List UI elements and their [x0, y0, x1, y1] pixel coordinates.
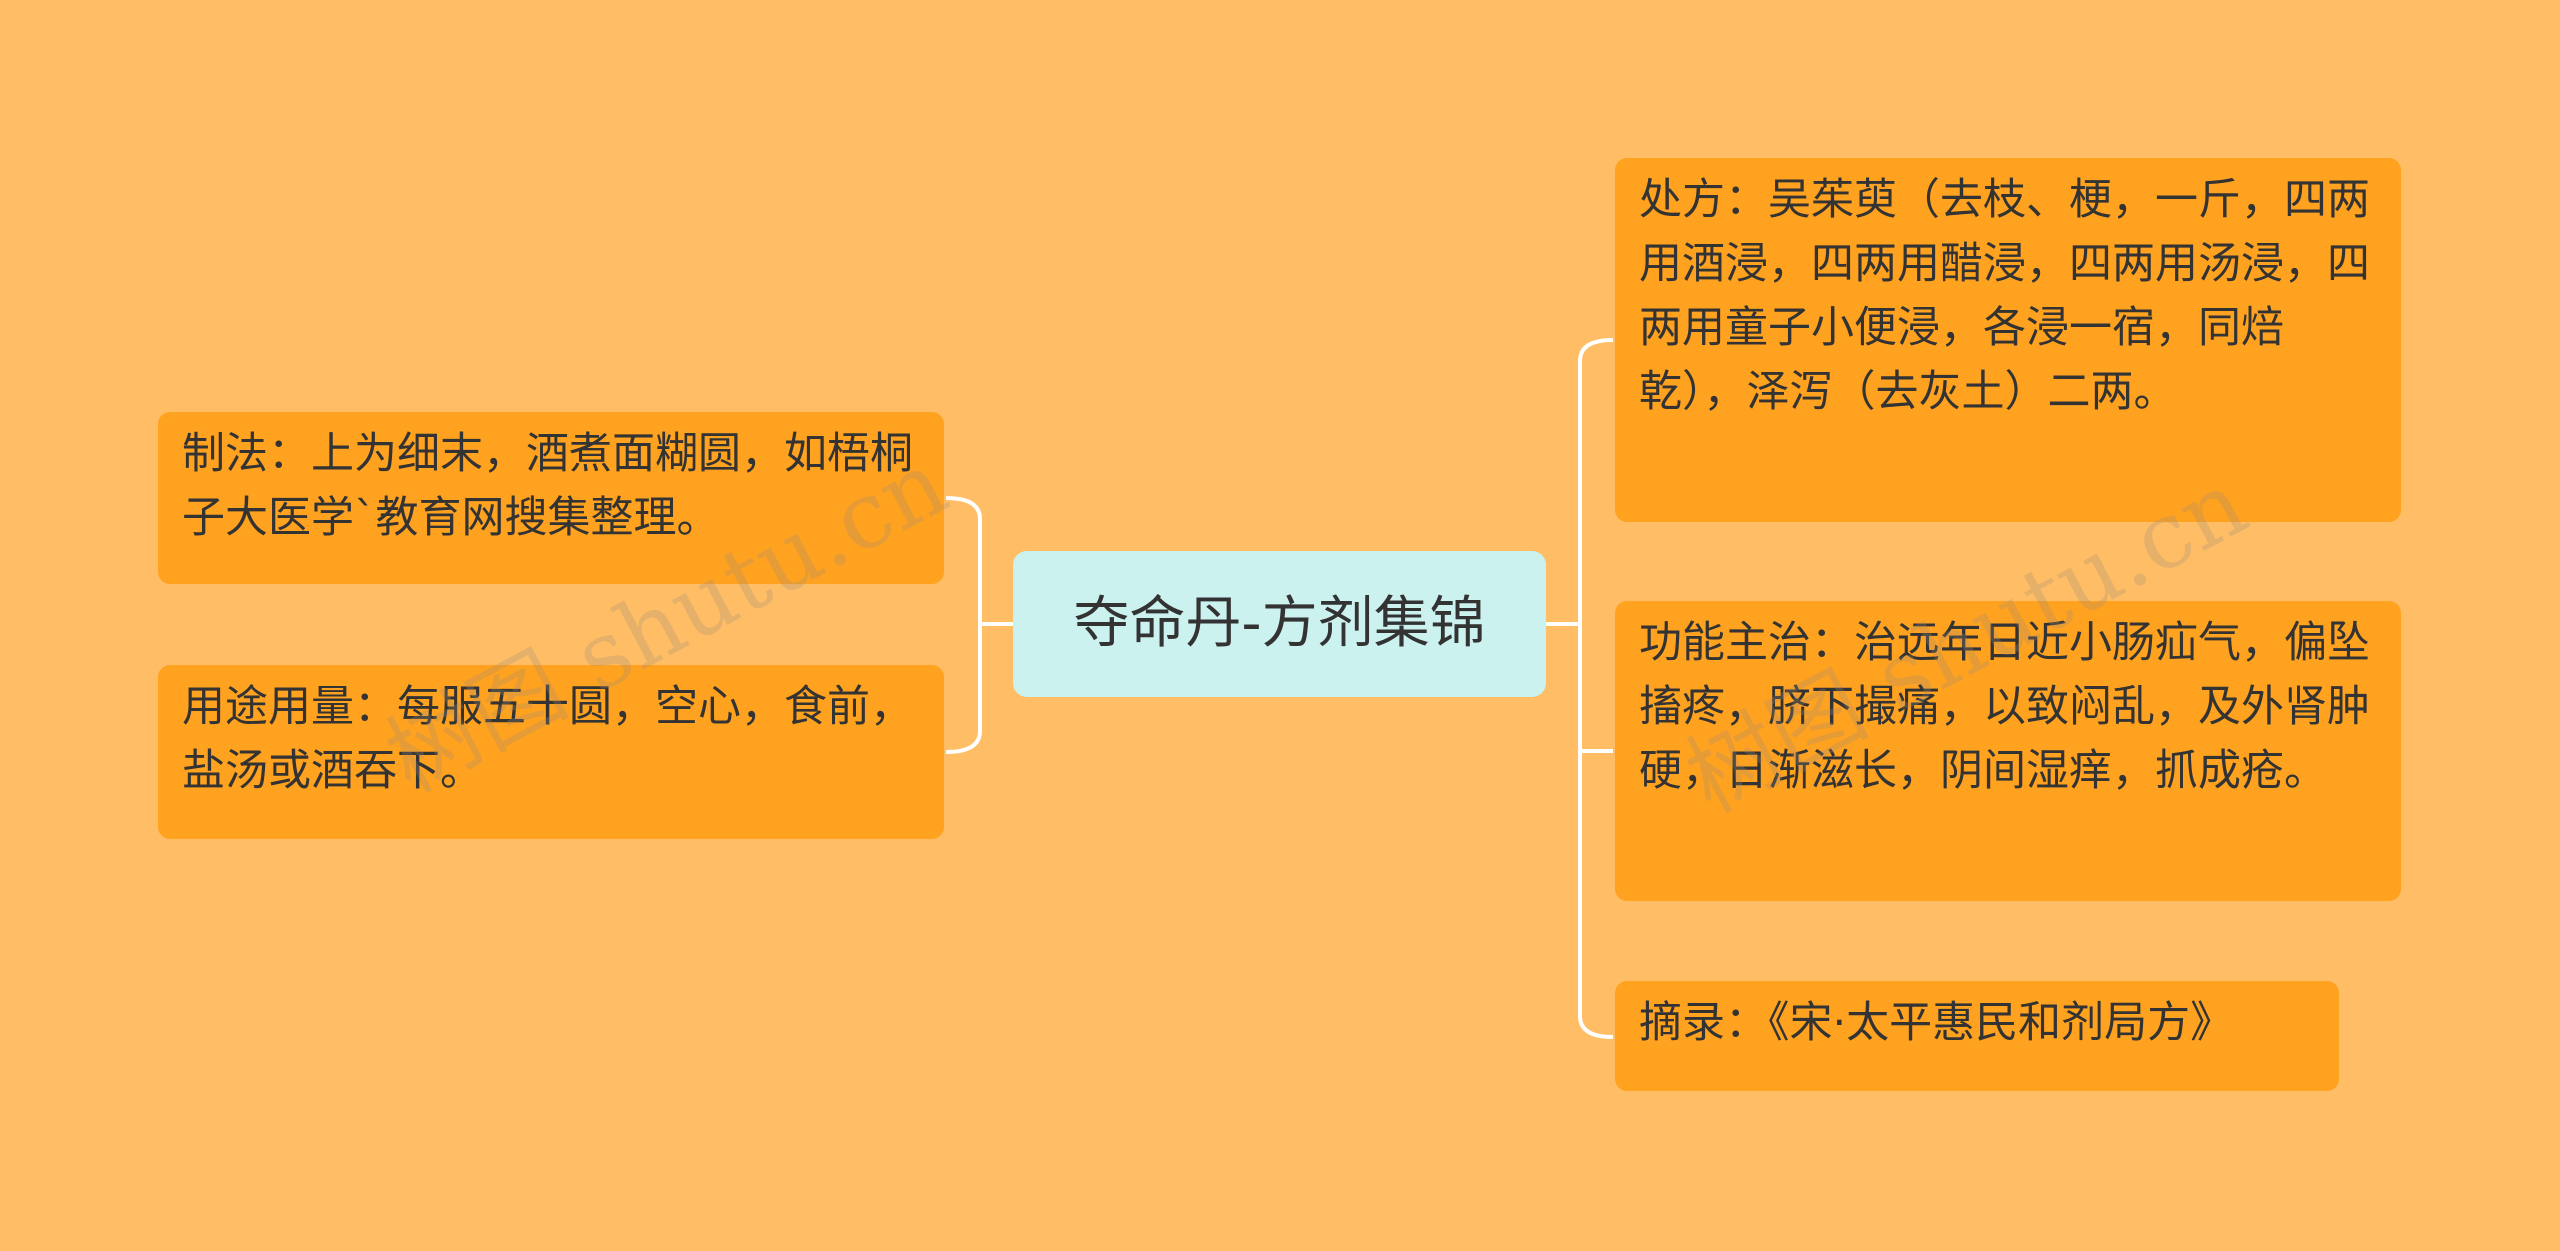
connector-right: [1546, 338, 1614, 1039]
connector-left: [945, 496, 1013, 754]
node-preparation[interactable]: 制法：上为细末，酒煮面糊圆，如梧桐子大医学`教育网搜集整理。: [158, 412, 944, 584]
node-prescription-text: 处方：吴茱萸（去枝、梗，一斤，四两用酒浸，四两用醋浸，四两用汤浸，四两用童子小便…: [1639, 175, 2370, 417]
node-source[interactable]: 摘录：《宋·太平惠民和剂局方》: [1615, 981, 2339, 1091]
node-source-text: 摘录：《宋·太平惠民和剂局方》: [1639, 998, 2234, 1048]
node-indications[interactable]: 功能主治：治远年日近小肠疝气，偏坠搐疼，脐下撮痛，以致闷乱，及外肾肿硬，日渐滋长…: [1615, 601, 2401, 901]
node-usage-dosage[interactable]: 用途用量：每服五十圆，空心，食前，盐汤或酒吞下。: [158, 665, 944, 839]
node-prescription[interactable]: 处方：吴茱萸（去枝、梗，一斤，四两用酒浸，四两用醋浸，四两用汤浸，四两用童子小便…: [1615, 158, 2401, 522]
node-preparation-text: 制法：上为细末，酒煮面糊圆，如梧桐子大医学`教育网搜集整理。: [182, 429, 913, 543]
node-usage-dosage-text: 用途用量：每服五十圆，空心，食前，盐汤或酒吞下。: [182, 682, 913, 796]
root-node-label: 夺命丹-方剂集锦: [1073, 591, 1486, 656]
root-node[interactable]: 夺命丹-方剂集锦: [1013, 551, 1546, 697]
node-indications-text: 功能主治：治远年日近小肠疝气，偏坠搐疼，脐下撮痛，以致闷乱，及外肾肿硬，日渐滋长…: [1639, 618, 2370, 796]
